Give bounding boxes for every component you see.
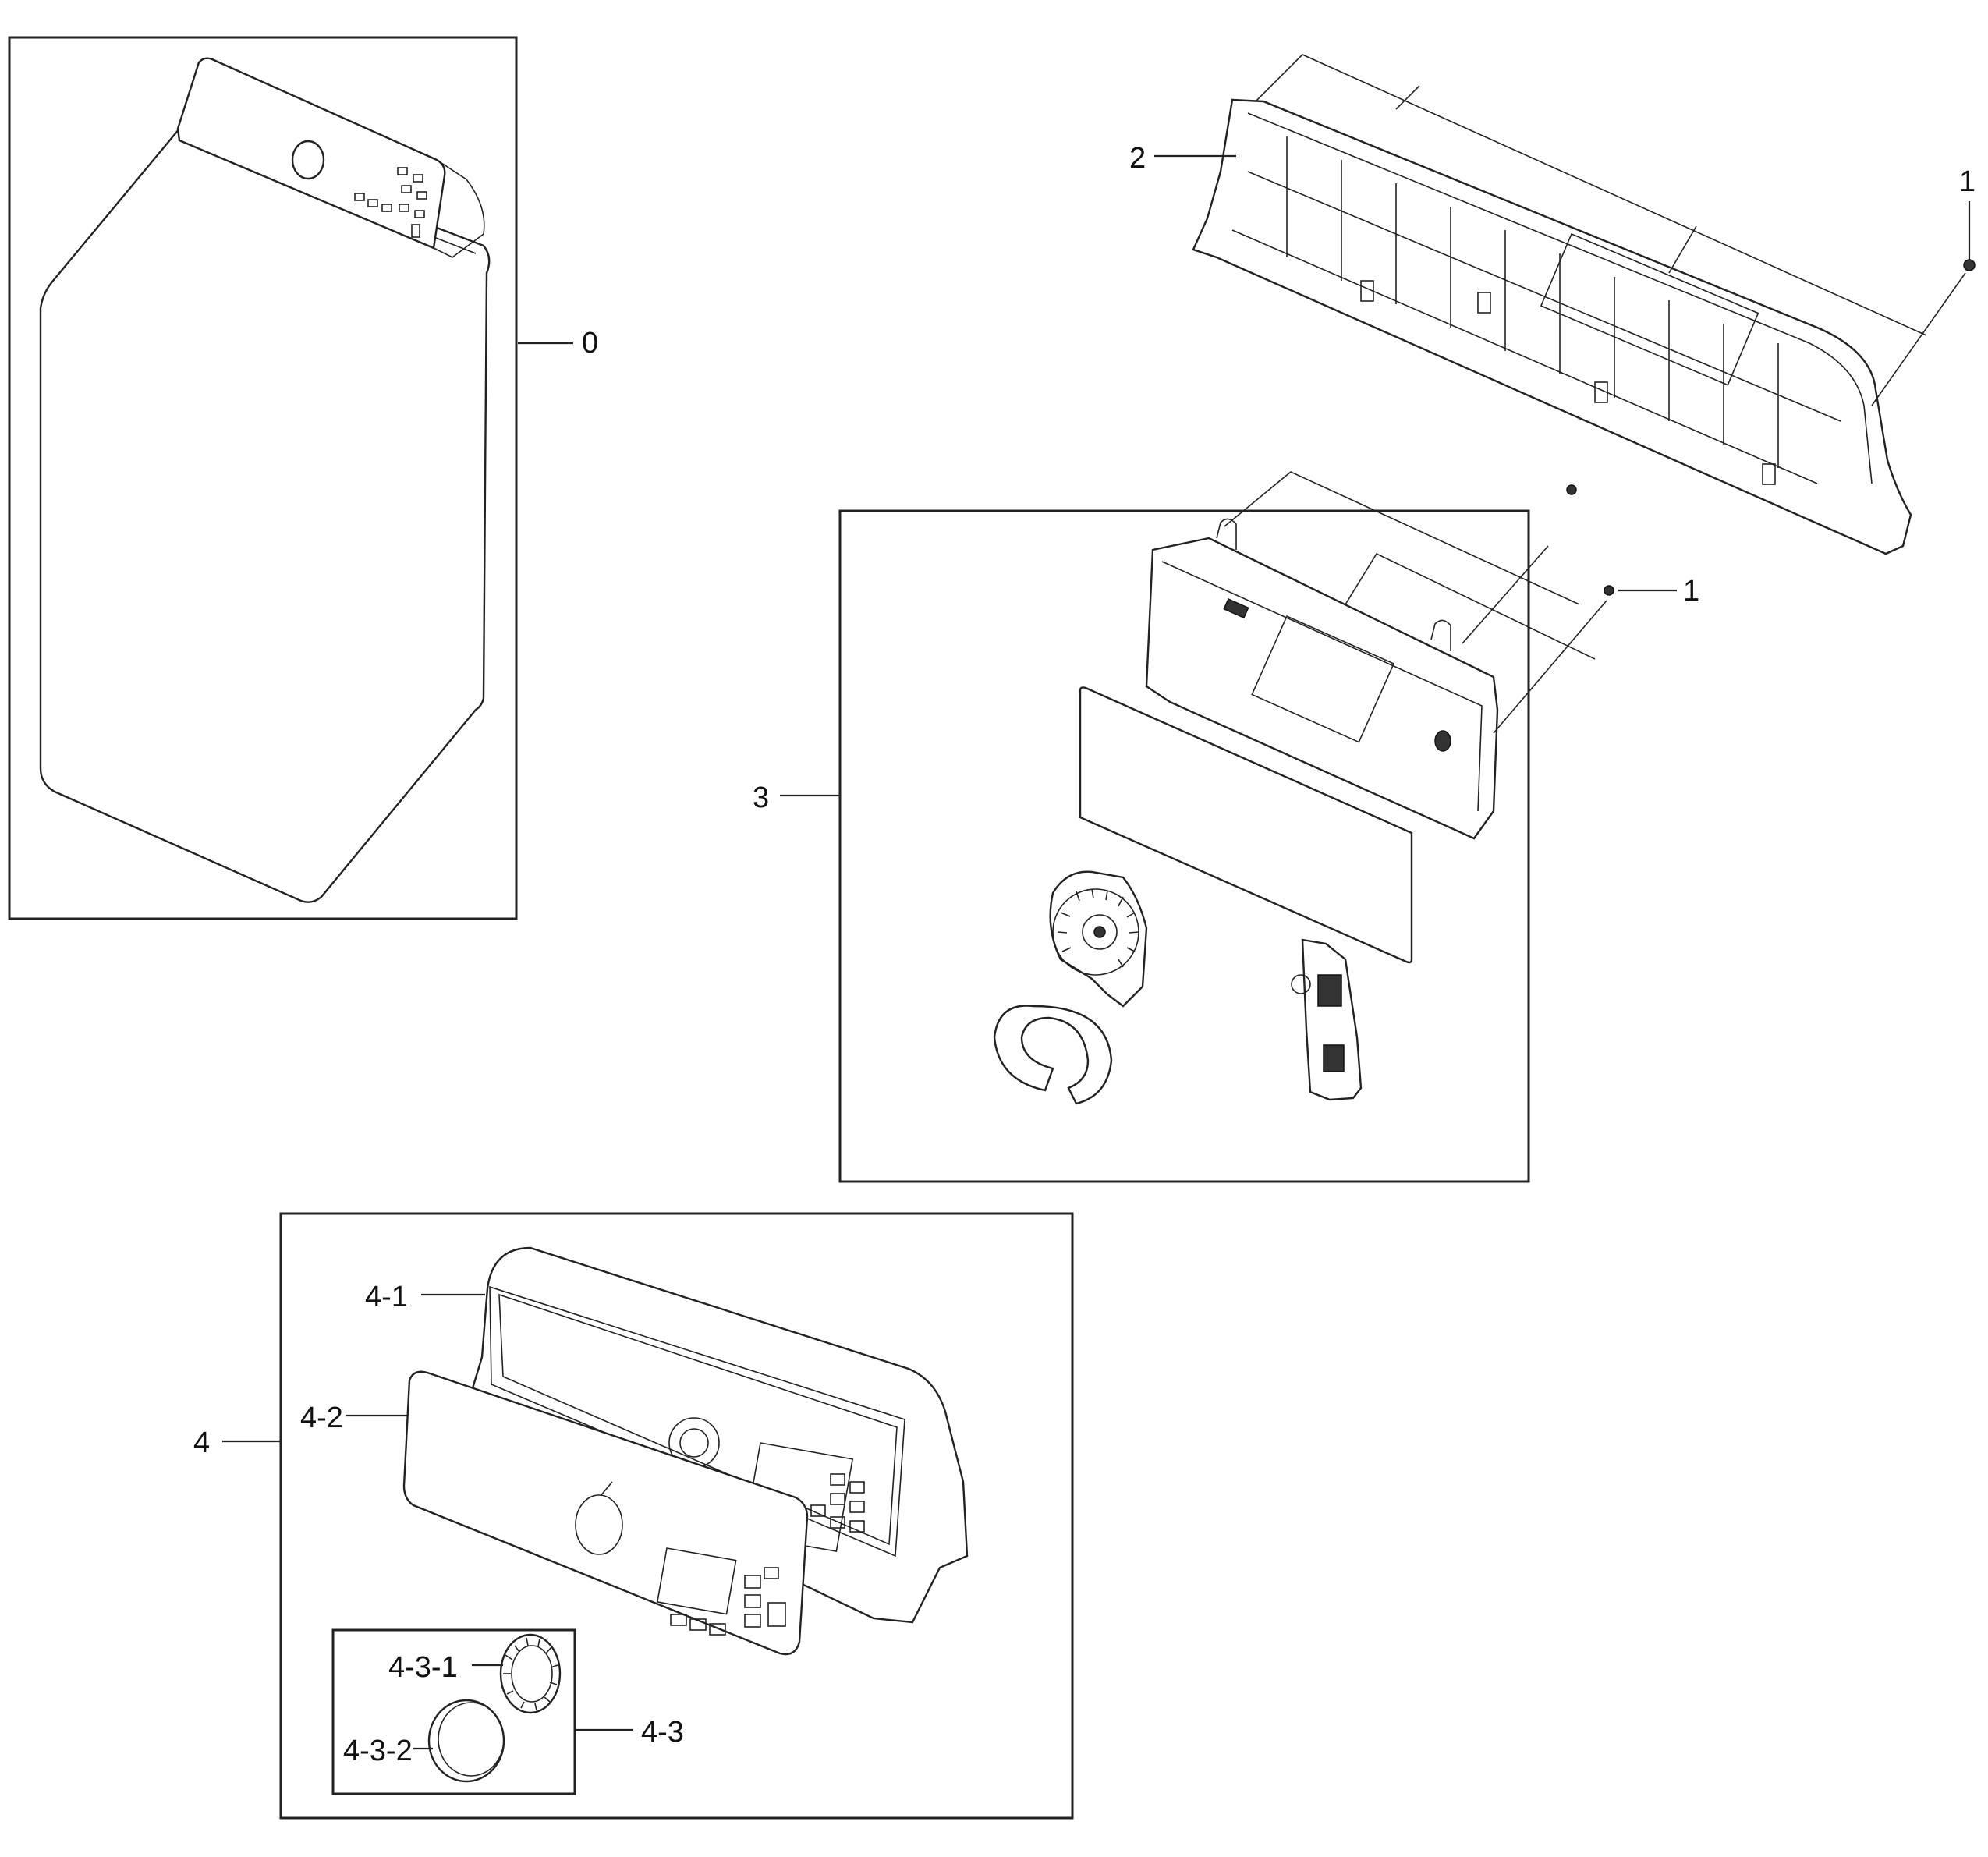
label-4-1: 4-1 bbox=[365, 1281, 408, 1313]
washer-panel-side bbox=[433, 159, 485, 258]
label-4: 4 bbox=[193, 1426, 210, 1459]
display-film bbox=[1079, 686, 1413, 964]
screw-board-a bbox=[1566, 484, 1577, 495]
pcb-housing-inner bbox=[1161, 561, 1483, 812]
knob-ring-4-3-1 bbox=[499, 1633, 562, 1714]
group-3-box bbox=[838, 509, 1530, 1183]
label-1-mid: 1 bbox=[1683, 575, 1699, 608]
c-ring bbox=[993, 1005, 1113, 1105]
pcb-projection-b bbox=[1345, 552, 1596, 660]
frame-window bbox=[1540, 232, 1759, 386]
label-4-3: 4-3 bbox=[641, 1716, 684, 1749]
frame-inner-top bbox=[1247, 112, 1873, 484]
frame-projection-tick-1 bbox=[1395, 85, 1420, 110]
pcb-window bbox=[1251, 615, 1395, 743]
screw-1-top-projection bbox=[1871, 272, 1966, 406]
panel-frame-4-1 bbox=[466, 1246, 969, 1624]
washer-buttons bbox=[354, 167, 427, 238]
pcb-projection-c bbox=[1462, 545, 1549, 644]
screw-1-top bbox=[1963, 259, 1976, 271]
group-3-board: 3 1 bbox=[753, 471, 1699, 1183]
pcb-projection-d bbox=[1493, 600, 1607, 734]
knob-assembly-4-3 bbox=[331, 1628, 576, 1795]
washer-cabinet bbox=[39, 127, 491, 903]
frame-clips bbox=[1360, 280, 1776, 485]
frame-projection-top bbox=[1255, 54, 1927, 336]
group-4-box bbox=[279, 1212, 1074, 1820]
group-0-washer: 0 bbox=[8, 36, 598, 920]
group-0-box bbox=[8, 36, 518, 920]
washer-knob bbox=[291, 140, 325, 180]
group-4-3-box bbox=[331, 1628, 576, 1795]
item-2-frame: 2 1 bbox=[1129, 54, 1976, 555]
switch-lower bbox=[1323, 1044, 1345, 1072]
frame-ribs bbox=[1247, 136, 1841, 468]
screw-board-b bbox=[1604, 585, 1614, 596]
pcb-connector bbox=[1223, 598, 1249, 619]
pcb-projection-a bbox=[1224, 471, 1580, 605]
label-3: 3 bbox=[753, 781, 769, 814]
label-4-2: 4-2 bbox=[300, 1402, 343, 1434]
frame-inner-bottom bbox=[1231, 229, 1818, 484]
pcb-tabs bbox=[1216, 518, 1451, 651]
switch-module bbox=[1291, 938, 1363, 1101]
label-0: 0 bbox=[582, 327, 598, 360]
label-4-3-2: 4-3-2 bbox=[343, 1735, 413, 1767]
label-2: 2 bbox=[1129, 142, 1146, 175]
frame-outer bbox=[1192, 98, 1912, 555]
panel-front-4-2 bbox=[402, 1370, 809, 1656]
label-1-top: 1 bbox=[1959, 165, 1976, 198]
label-4-3-1: 4-3-1 bbox=[388, 1651, 458, 1684]
frame-projection-tick-2 bbox=[1668, 225, 1697, 274]
pcb-encoder-socket bbox=[1434, 730, 1451, 752]
switch-upper bbox=[1317, 974, 1342, 1007]
encoder-wheel bbox=[1049, 870, 1148, 1008]
group-4-panel: 4 4-1 bbox=[193, 1212, 1074, 1820]
